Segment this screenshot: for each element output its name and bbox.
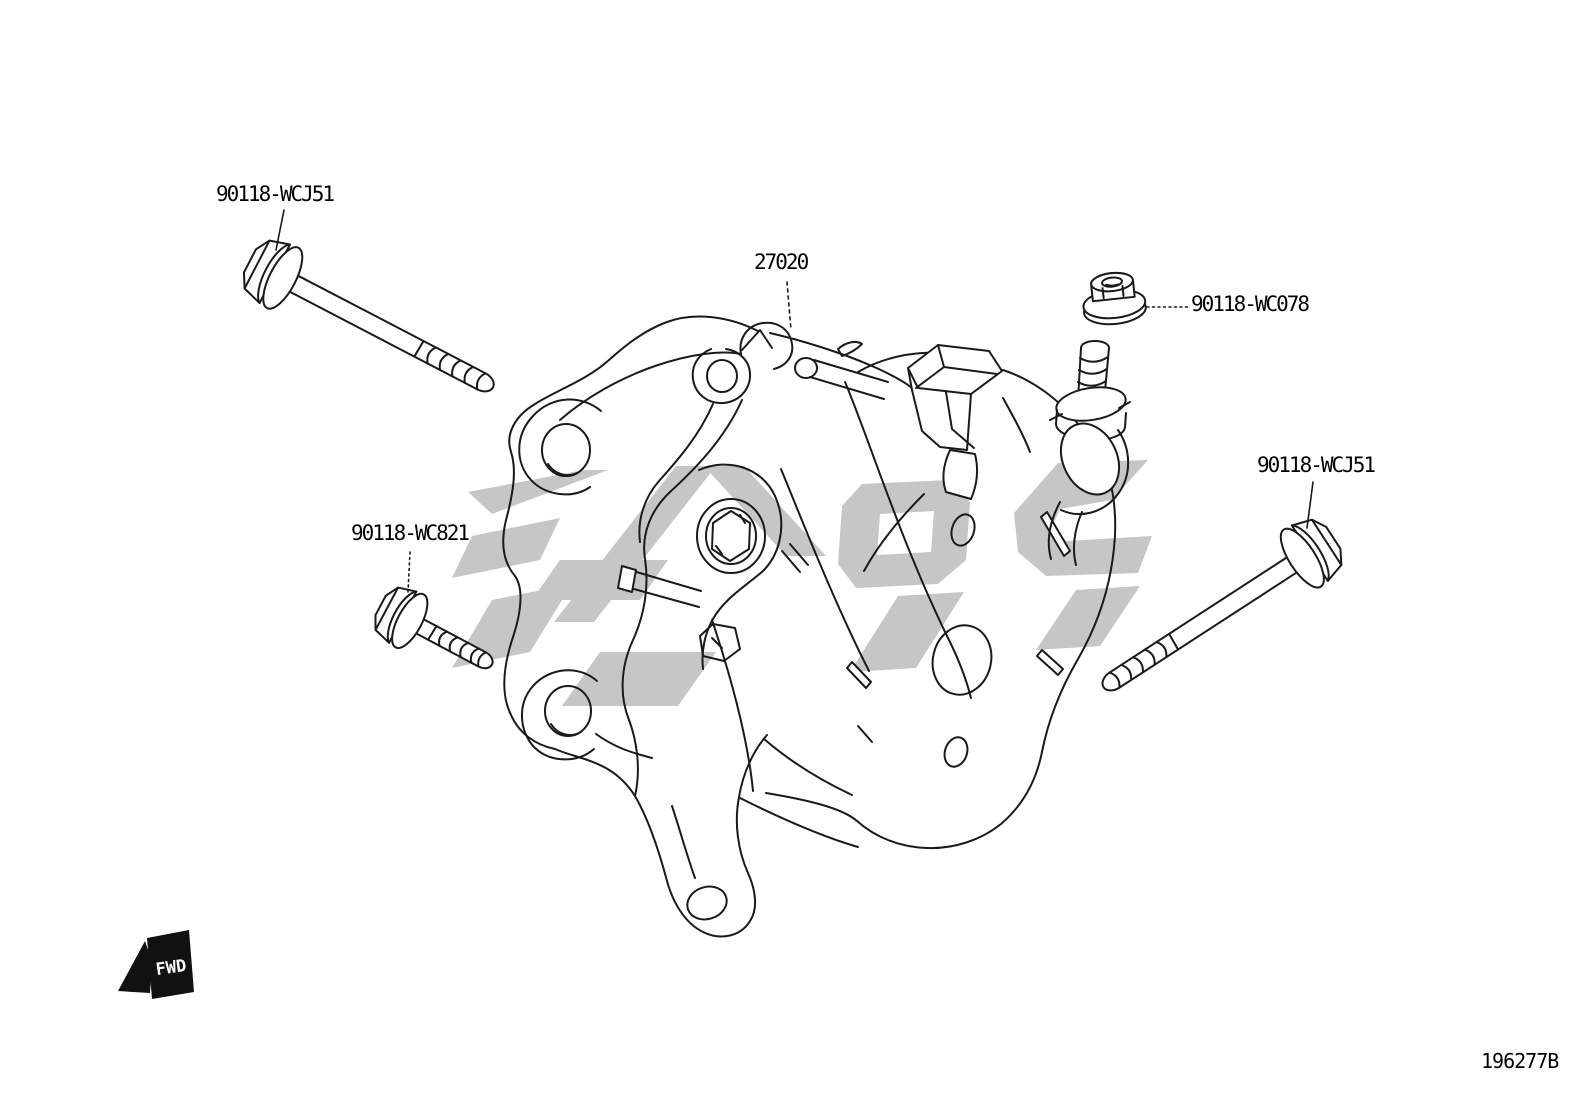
bolt-lower-left-drawing (374, 586, 494, 670)
leader-lines (275, 209, 1314, 593)
figure-code: 196277B (1481, 1049, 1559, 1073)
bolt-upper-left-drawing (242, 239, 495, 393)
part-label-alternator-assembly[interactable]: 27020 (754, 250, 809, 274)
bolt-right-drawing (1101, 518, 1343, 692)
part-label-flange-nut[interactable]: 90118-WC078 (1191, 292, 1310, 316)
alternator-drawing (502, 315, 1117, 938)
terminal-stud-drawing (1047, 340, 1131, 566)
part-label-bolt-right[interactable]: 90118-WCJ51 (1257, 453, 1376, 477)
fwd-arrow: FWD (118, 930, 194, 999)
flange-nut-drawing (1082, 271, 1147, 326)
watermark-logo (452, 460, 1152, 706)
fwd-arrow-label: FWD (155, 956, 188, 980)
part-label-bolt-lower-left[interactable]: 90118-WC821 (351, 521, 470, 545)
connector-drawing (907, 344, 1003, 500)
part-label-bolt-upper-left[interactable]: 90118-WCJ51 (216, 182, 335, 206)
